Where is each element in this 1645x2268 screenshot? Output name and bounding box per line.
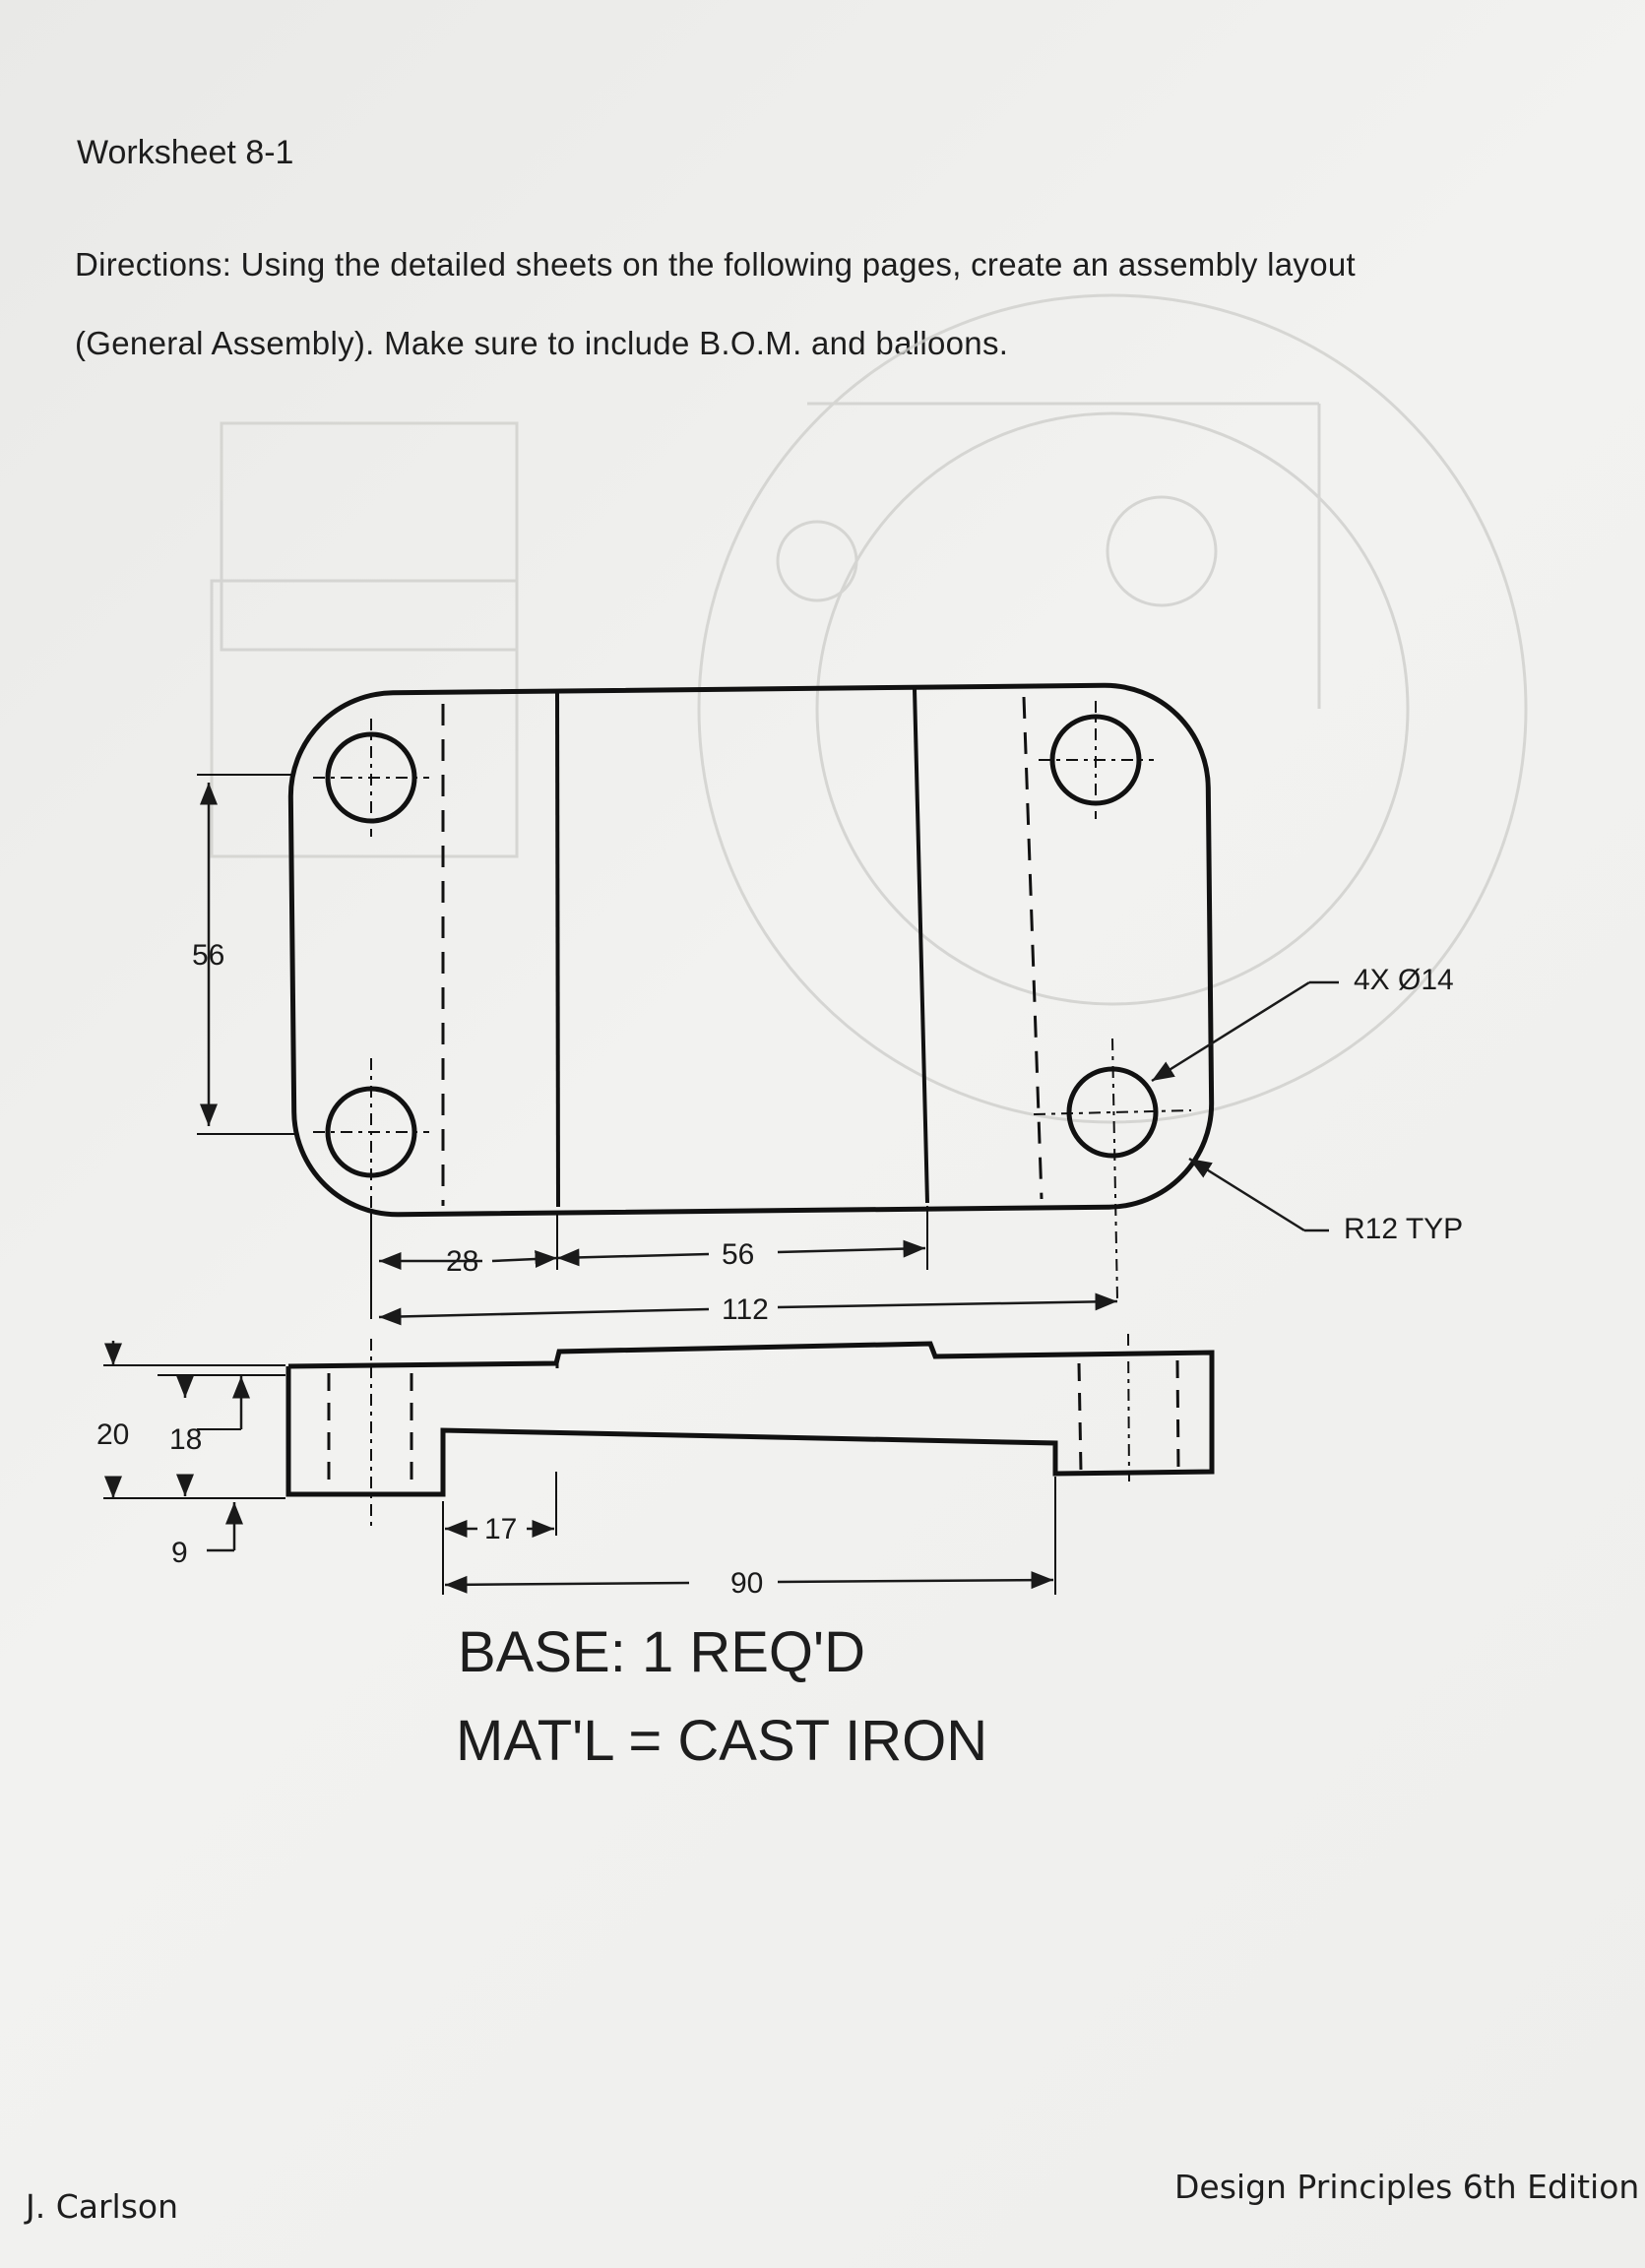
callout-radius: R12 TYP bbox=[1344, 1213, 1463, 1245]
part-name-caption: BASE: 1 REQ'D bbox=[458, 1620, 865, 1684]
author-footer: J. Carlson bbox=[26, 2187, 179, 2226]
front-view-dimensions bbox=[104, 1341, 1054, 1594]
top-view-outline bbox=[287, 682, 1215, 1218]
top-view-right-step-line bbox=[913, 688, 929, 1204]
top-view bbox=[197, 682, 1215, 1319]
front-view-outline bbox=[285, 1341, 1215, 1497]
directions-line-2: (General Assembly). Make sure to include… bbox=[75, 325, 1009, 361]
dim-56: 56 bbox=[722, 1238, 754, 1271]
dim-28: 28 bbox=[446, 1245, 478, 1278]
hole-top-right bbox=[1039, 701, 1154, 819]
dim-height-56: 56 bbox=[192, 939, 224, 972]
dim-112: 112 bbox=[722, 1293, 769, 1326]
hole-bottom-left bbox=[313, 1058, 429, 1211]
dim-17: 17 bbox=[484, 1513, 517, 1545]
top-view-dimensions bbox=[200, 783, 1339, 1326]
book-footer: Design Principles 6th Edition bbox=[1174, 2168, 1640, 2206]
front-view bbox=[103, 1333, 1215, 1595]
hole-top-left bbox=[313, 719, 429, 837]
hole-bottom-right bbox=[1033, 1038, 1192, 1300]
dim-18: 18 bbox=[169, 1423, 202, 1456]
dim-90: 90 bbox=[730, 1567, 763, 1600]
top-view-left-step-line bbox=[555, 692, 560, 1208]
dim-20: 20 bbox=[96, 1418, 129, 1451]
dim-9: 9 bbox=[171, 1537, 188, 1569]
callout-holes: 4X Ø14 bbox=[1354, 964, 1454, 996]
worksheet-title: Worksheet 8-1 bbox=[77, 134, 294, 171]
bleed-through-ghost bbox=[210, 293, 1528, 1124]
directions-line-1: Directions: Using the detailed sheets on… bbox=[75, 246, 1356, 283]
material-caption: MAT'L = CAST IRON bbox=[456, 1709, 988, 1773]
